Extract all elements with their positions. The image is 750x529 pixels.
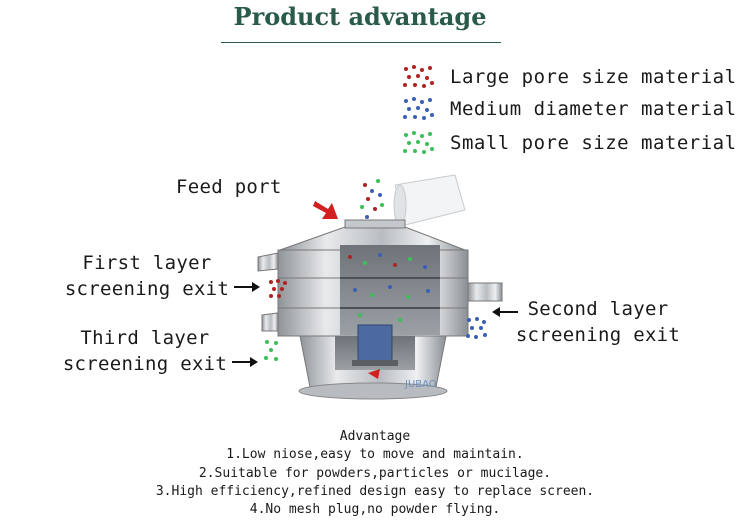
small-particles-icon (403, 131, 434, 154)
first-layer-label: First layer screening exit (64, 252, 230, 300)
medium-particles-icon (403, 97, 434, 120)
vibrating-sieve-machine: JUBAO (257, 174, 503, 400)
legend-item-small: Small pore size material (400, 129, 737, 157)
feed-bag-icon (393, 174, 466, 226)
second-exit-particles (466, 317, 487, 339)
legend-label-small: Small pore size material (450, 132, 737, 154)
second-layer-label: Second layer screening exit (515, 298, 681, 346)
advantage-heading: Advantage (339, 429, 411, 444)
title-underline (221, 42, 501, 43)
feed-arrow-icon (313, 201, 338, 219)
third-layer-label: Third layer screening exit (62, 327, 228, 375)
page-title: Product advantage (233, 2, 487, 31)
legend-label-large: Large pore size material (450, 66, 737, 88)
second-exit-arrow-icon (492, 307, 518, 317)
third-exit-particles (264, 340, 278, 361)
legend-item-medium: Medium diameter material (400, 95, 737, 123)
advantage-item: 1.Low niose,easy to move and maintain. (226, 447, 524, 462)
feed-port-label: Feed port (176, 176, 282, 198)
interior-particles (348, 253, 430, 322)
first-exit-arrow-icon (234, 282, 260, 292)
advantage-item: 4.No mesh plug,no powder flying. (249, 502, 501, 517)
third-exit-arrow-icon (232, 357, 258, 367)
brand-logo: JUBAO (404, 379, 437, 390)
motor-icon (357, 324, 393, 366)
legend-item-large: Large pore size material (400, 63, 737, 91)
legend-label-medium: Medium diameter material (450, 98, 737, 120)
advantage-item: 3.High efficiency,refined design easy to… (155, 484, 595, 499)
large-particles-icon (403, 65, 434, 88)
advantage-item: 2.Suitable for powders,particles or muci… (198, 466, 552, 481)
falling-particles (360, 179, 384, 219)
first-exit-particles (269, 279, 287, 298)
